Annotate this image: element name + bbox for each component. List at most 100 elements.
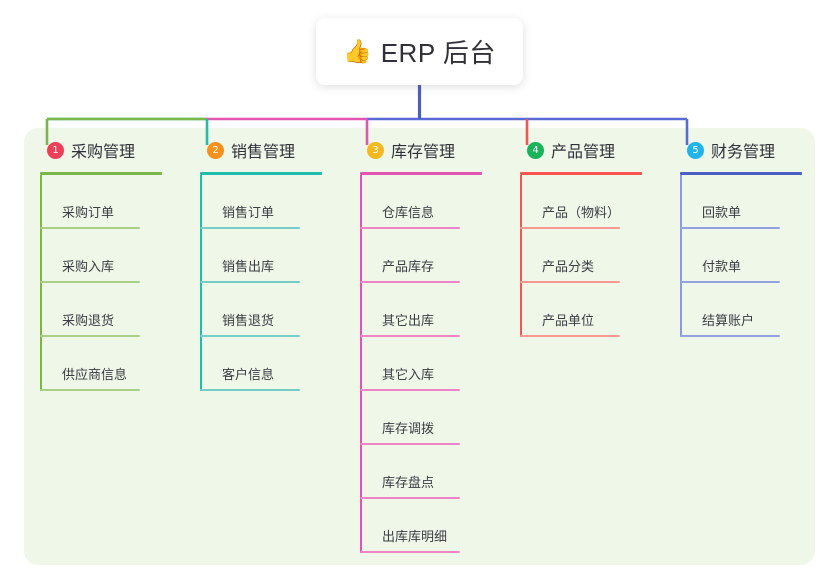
column-header-rule-2 bbox=[200, 172, 322, 175]
column-header-rule-3 bbox=[360, 172, 482, 175]
list-item-label: 其它出库 bbox=[382, 313, 435, 328]
list-item[interactable]: 产品（物料） bbox=[520, 175, 664, 229]
column-spine-1 bbox=[40, 175, 42, 391]
column-title-5: 财务管理 bbox=[711, 144, 776, 161]
list-item-label: 付款单 bbox=[702, 259, 742, 274]
list-item-rule bbox=[40, 227, 140, 229]
root-node-title: ERP 后台 bbox=[380, 38, 496, 68]
column-2: 2 销售管理销售订单销售出库销售退货客户信息 bbox=[184, 128, 344, 565]
thumbs-up-icon: 👍 bbox=[343, 38, 372, 64]
list-item-rule bbox=[520, 335, 620, 337]
column-header-2[interactable]: 2 销售管理 bbox=[200, 128, 344, 172]
column-badge-4: 4 bbox=[527, 141, 544, 159]
column-items-3: 仓库信息产品库存其它出库其它入库库存调拨库存盘点出库库明细 bbox=[360, 175, 504, 553]
list-item-rule bbox=[360, 389, 460, 391]
list-item-label: 其它入库 bbox=[382, 367, 435, 382]
list-item[interactable]: 结算账户 bbox=[680, 283, 824, 337]
column-4: 4 产品管理产品（物料） 产品分类产品单位 bbox=[504, 128, 664, 565]
list-item[interactable]: 销售退货 bbox=[200, 283, 344, 337]
list-item[interactable]: 产品库存 bbox=[360, 229, 504, 283]
list-item-rule bbox=[360, 335, 460, 337]
column-header-5[interactable]: 5 财务管理 bbox=[680, 128, 824, 172]
list-item-rule bbox=[680, 227, 780, 229]
column-header-rule-1 bbox=[40, 172, 162, 175]
list-item-label: 产品单位 bbox=[542, 313, 595, 328]
list-item-rule bbox=[680, 281, 780, 283]
column-3: 3 库存管理仓库信息产品库存其它出库其它入库库存调拨库存盘点出库库明细 bbox=[344, 128, 504, 565]
column-items-4: 产品（物料） 产品分类产品单位 bbox=[520, 175, 664, 337]
list-item-rule bbox=[200, 227, 300, 229]
list-item-label: 仓库信息 bbox=[382, 205, 435, 220]
column-items-1: 采购订单采购入库采购退货供应商信息 bbox=[40, 175, 184, 391]
column-items-5: 回款单付款单结算账户 bbox=[680, 175, 824, 337]
list-item[interactable]: 采购入库 bbox=[40, 229, 184, 283]
column-1: 1 采购管理采购订单采购入库采购退货供应商信息 bbox=[24, 128, 184, 565]
list-item-label: 采购退货 bbox=[62, 313, 115, 328]
list-item-label: 产品分类 bbox=[542, 259, 595, 274]
list-item[interactable]: 其它出库 bbox=[360, 283, 504, 337]
list-item[interactable]: 付款单 bbox=[680, 229, 824, 283]
list-item[interactable]: 产品分类 bbox=[520, 229, 664, 283]
list-item-label: 供应商信息 bbox=[62, 367, 128, 382]
column-header-4[interactable]: 4 产品管理 bbox=[520, 128, 664, 172]
column-items-2: 销售订单销售出库销售退货客户信息 bbox=[200, 175, 344, 391]
list-item-rule bbox=[360, 497, 460, 499]
column-badge-2: 2 bbox=[207, 141, 224, 159]
list-item-rule bbox=[360, 281, 460, 283]
list-item-rule bbox=[200, 389, 300, 391]
list-item[interactable]: 销售出库 bbox=[200, 229, 344, 283]
column-title-4: 产品管理 bbox=[551, 144, 616, 161]
list-item[interactable]: 销售订单 bbox=[200, 175, 344, 229]
list-item-rule bbox=[680, 335, 780, 337]
list-item-rule bbox=[520, 227, 620, 229]
list-item-label: 结算账户 bbox=[702, 313, 755, 328]
column-title-2: 销售管理 bbox=[231, 144, 296, 161]
list-item-label: 产品（物料） bbox=[542, 205, 621, 220]
column-title-3: 库存管理 bbox=[391, 144, 456, 161]
list-item[interactable]: 采购退货 bbox=[40, 283, 184, 337]
list-item-rule bbox=[40, 389, 140, 391]
list-item-label: 库存调拨 bbox=[382, 421, 435, 436]
list-item-rule bbox=[360, 443, 460, 445]
list-item-rule bbox=[200, 281, 300, 283]
list-item-rule bbox=[40, 281, 140, 283]
list-item-rule bbox=[360, 227, 460, 229]
list-item[interactable]: 供应商信息 bbox=[40, 337, 184, 391]
column-badge-3: 3 bbox=[367, 141, 384, 159]
column-header-rule-4 bbox=[520, 172, 642, 175]
column-spine-2 bbox=[200, 175, 202, 391]
column-header-rule-5 bbox=[680, 172, 802, 175]
column-header-1[interactable]: 1 采购管理 bbox=[40, 128, 184, 172]
list-item-rule bbox=[40, 335, 140, 337]
list-item[interactable]: 出库库明细 bbox=[360, 499, 504, 553]
list-item[interactable]: 其它入库 bbox=[360, 337, 504, 391]
list-item-label: 客户信息 bbox=[222, 367, 275, 382]
list-item-label: 回款单 bbox=[702, 205, 742, 220]
list-item[interactable]: 采购订单 bbox=[40, 175, 184, 229]
list-item[interactable]: 库存调拨 bbox=[360, 391, 504, 445]
list-item[interactable]: 回款单 bbox=[680, 175, 824, 229]
column-badge-1: 1 bbox=[47, 141, 64, 159]
column-spine-4 bbox=[520, 175, 522, 337]
list-item-label: 销售出库 bbox=[222, 259, 275, 274]
column-spine-3 bbox=[360, 175, 362, 553]
list-item[interactable]: 仓库信息 bbox=[360, 175, 504, 229]
root-node-card[interactable]: 👍 ERP 后台 bbox=[316, 18, 523, 85]
list-item-label: 采购入库 bbox=[62, 259, 115, 274]
list-item-label: 采购订单 bbox=[62, 205, 115, 220]
list-item[interactable]: 客户信息 bbox=[200, 337, 344, 391]
column-5: 5 财务管理回款单付款单结算账户 bbox=[664, 128, 824, 565]
list-item-label: 产品库存 bbox=[382, 259, 435, 274]
column-header-3[interactable]: 3 库存管理 bbox=[360, 128, 504, 172]
list-item[interactable]: 库存盘点 bbox=[360, 445, 504, 499]
column-container: 1 采购管理采购订单采购入库采购退货供应商信息 2 销售管理销售订单销售出库销售退货客… bbox=[24, 128, 815, 565]
list-item-rule bbox=[520, 281, 620, 283]
list-item-label: 销售退货 bbox=[222, 313, 275, 328]
column-title-1: 采购管理 bbox=[71, 144, 136, 161]
list-item[interactable]: 产品单位 bbox=[520, 283, 664, 337]
column-spine-5 bbox=[680, 175, 682, 337]
list-item-rule bbox=[360, 551, 460, 553]
list-item-rule bbox=[200, 335, 300, 337]
column-badge-5: 5 bbox=[687, 141, 704, 159]
diagram-panel-background bbox=[24, 128, 815, 565]
